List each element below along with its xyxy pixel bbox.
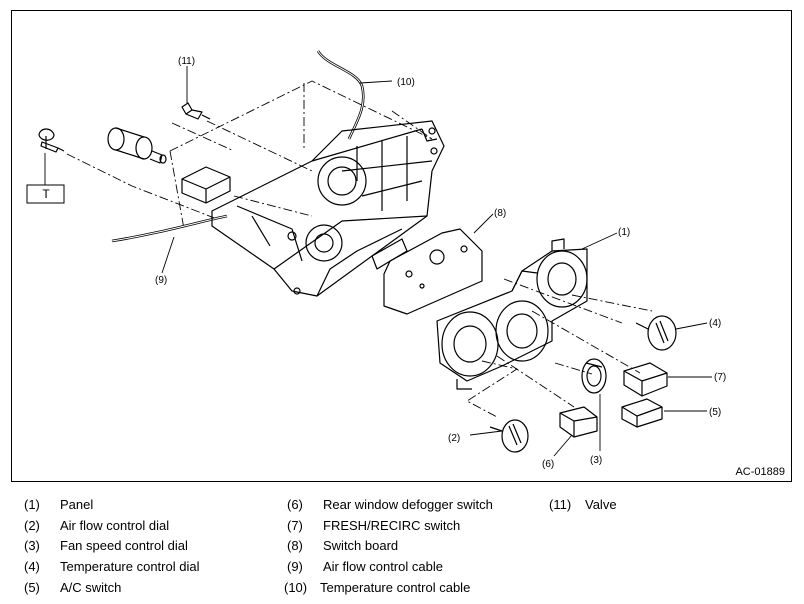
callout-6: (6) bbox=[542, 459, 554, 470]
fresh-recirc-switch bbox=[623, 362, 668, 397]
callout-3: (3) bbox=[590, 455, 602, 466]
legend-label: Air flow control cable bbox=[323, 559, 443, 574]
callout-2: (2) bbox=[448, 433, 460, 444]
figure-code: AC-01889 bbox=[735, 466, 785, 478]
callout-9: (9) bbox=[155, 275, 167, 286]
temperature-control-dial bbox=[635, 315, 677, 351]
parts-legend: (1) Panel (2) Air flow control dial (3) … bbox=[0, 492, 804, 604]
callout-5: (5) bbox=[709, 407, 721, 418]
callout-11: (11) bbox=[178, 56, 195, 67]
rear-window-defogger-switch bbox=[559, 406, 598, 438]
legend-number: (9) bbox=[287, 559, 303, 574]
assembly-guide-lines bbox=[66, 80, 653, 418]
callout-leaders bbox=[44, 66, 712, 457]
legend-number: (5) bbox=[24, 580, 40, 595]
callout-8: (8) bbox=[494, 208, 506, 219]
valve-part bbox=[181, 102, 211, 120]
callout-7: (7) bbox=[714, 372, 726, 383]
air-flow-control-dial bbox=[489, 419, 529, 453]
ac-switch bbox=[621, 398, 663, 428]
callout-10: (10) bbox=[397, 77, 415, 88]
legend-number: (10) bbox=[284, 580, 308, 595]
torque-marker: T bbox=[42, 187, 50, 201]
legend-label: Valve bbox=[585, 497, 617, 512]
legend-number: (2) bbox=[24, 518, 40, 533]
legend-label: Rear window defogger switch bbox=[323, 497, 493, 512]
callout-4: (4) bbox=[709, 318, 721, 329]
exploded-view-diagram: T (11) (10) (8) (1) (4) (7) (5) (3) (6) … bbox=[26, 50, 726, 470]
legend-label: Temperature control cable bbox=[320, 580, 471, 595]
legend-number: (7) bbox=[287, 518, 303, 533]
legend-number: (11) bbox=[549, 497, 572, 512]
legend-label: Air flow control dial bbox=[60, 518, 170, 533]
legend-number: (1) bbox=[24, 497, 40, 512]
legend-label: Panel bbox=[60, 497, 94, 512]
bolt-part bbox=[38, 128, 65, 153]
legend-label: A/C switch bbox=[60, 580, 122, 595]
legend-label: FRESH/RECIRC switch bbox=[323, 518, 461, 533]
fan-speed-control-dial bbox=[581, 358, 607, 394]
legend-number: (6) bbox=[287, 497, 303, 512]
legend-label: Fan speed control dial bbox=[60, 538, 188, 553]
diagram-frame: T (11) (10) (8) (1) (4) (7) (5) (3) (6) … bbox=[11, 10, 792, 482]
legend-number: (4) bbox=[24, 559, 40, 574]
legend-number: (8) bbox=[287, 538, 303, 553]
legend-number: (3) bbox=[24, 538, 40, 553]
callout-1: (1) bbox=[618, 227, 630, 238]
connector-part bbox=[181, 166, 231, 204]
cylinder-switch-part bbox=[107, 127, 167, 164]
legend-label: Switch board bbox=[323, 538, 399, 553]
torque-marker-box bbox=[26, 184, 65, 204]
control-housing bbox=[211, 120, 445, 297]
switch-board bbox=[383, 228, 483, 315]
control-panel bbox=[436, 238, 588, 390]
legend-label: Temperature control dial bbox=[60, 559, 200, 574]
